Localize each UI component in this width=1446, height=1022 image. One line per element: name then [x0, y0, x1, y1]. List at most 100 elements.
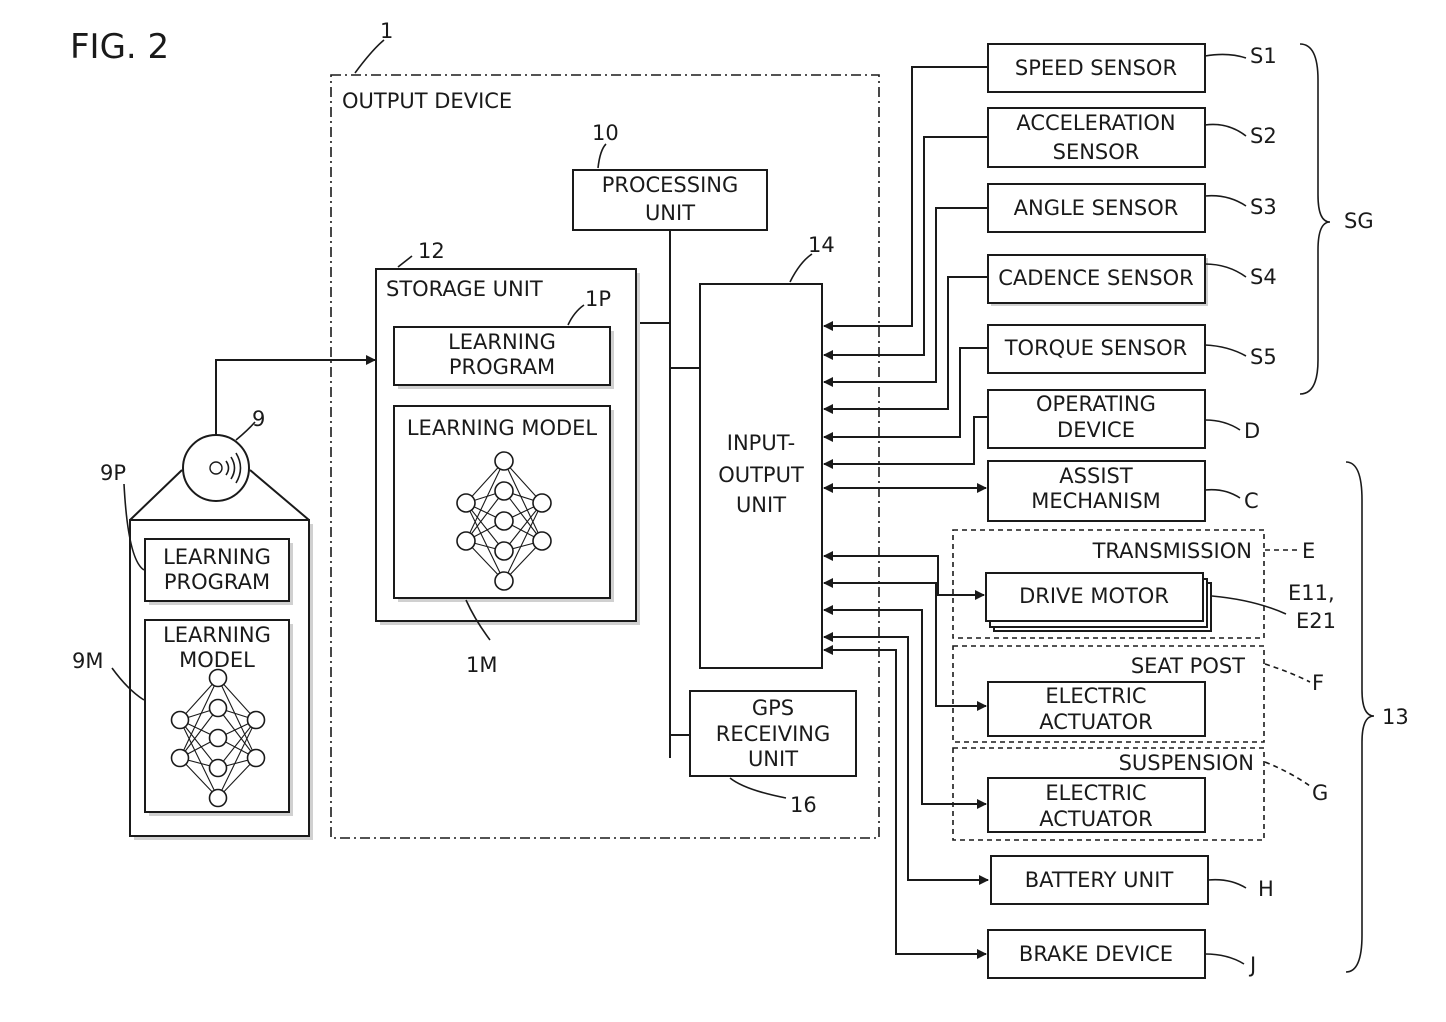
learning-model-9m-ref: 9M [72, 649, 103, 673]
acceleration-sensor-line2: SENSOR [1053, 140, 1140, 164]
assist-mechanism-box [987, 460, 1206, 522]
gps-unit-leader [729, 777, 787, 799]
neural-network-node [170, 710, 190, 730]
gps-unit-line1: GPS [752, 696, 794, 720]
battery-unit-label: BATTERY UNIT [1025, 868, 1174, 892]
neural-network-edge [179, 719, 219, 799]
transmission-ref: E [1302, 539, 1315, 563]
acceleration-sensor-box [987, 107, 1206, 168]
brake-device-ref: J [1248, 953, 1256, 977]
gps-unit-ref: 16 [790, 793, 817, 817]
io-unit-line2: OUTPUT [718, 463, 804, 487]
sensor-group-ref: SG [1344, 209, 1374, 233]
gps-unit-line3: UNIT [748, 747, 798, 771]
operating-device-line [823, 416, 988, 469]
neural-network-node [456, 531, 476, 551]
assist-mechanism-leader [1204, 488, 1241, 499]
brake-device-leader [1204, 953, 1245, 965]
learning-model-9m-line2: MODEL [179, 648, 255, 672]
component-group-brace [1345, 461, 1375, 973]
speed-sensor-ref: S1 [1250, 44, 1277, 68]
neural-network-edge [503, 460, 543, 542]
medium-to-storage-arrow [215, 355, 376, 440]
angle-sensor-label: ANGLE SENSOR [1014, 196, 1179, 220]
seat-post-actuator-line2: ACTUATOR [1039, 710, 1153, 734]
neural-network-edge [503, 502, 543, 552]
neural-network-node [208, 788, 228, 808]
learning-program-9p-line1: LEARNING [163, 545, 271, 569]
learning-program-9p-leader [123, 483, 145, 571]
assist-mechanism-ref: C [1244, 489, 1259, 513]
processing-unit: PROCESSING UNIT 10 [572, 121, 768, 231]
neural-network-edge [217, 707, 257, 759]
neural-network-edge [179, 677, 219, 759]
output-device-leader [354, 39, 385, 74]
suspension-title: SUSPENSION [1119, 751, 1254, 775]
io-unit-leader [789, 253, 813, 283]
seat-post-title: SEAT POST [1131, 654, 1245, 678]
suspension-actuator-line2: ACTUATOR [1039, 807, 1153, 831]
gps-unit: GPS RECEIVING UNIT 16 [689, 690, 857, 817]
neural-network-edge [217, 719, 257, 799]
neural-network-node [246, 748, 266, 768]
assist-mechanism-line1: ASSIST [1059, 464, 1133, 488]
battery-unit-leader [1207, 878, 1247, 889]
io-unit-ref: 14 [808, 233, 835, 257]
drive-motor-ref2: E21 [1296, 609, 1336, 633]
neural-network-icon [456, 451, 552, 591]
angle-sensor-line [823, 207, 988, 387]
storage-unit-title: STORAGE UNIT [386, 277, 543, 301]
learning-program-1p-box [393, 326, 611, 386]
sensor-group: SPEED SENSOR S1 ACCELERATION SENSOR S2 A… [987, 43, 1374, 395]
processing-unit-ref: 10 [592, 121, 619, 145]
neural-network-edge [465, 460, 505, 542]
recording-medium-leader [235, 421, 256, 441]
angle-sensor-box [987, 183, 1206, 233]
learning-model-1m-box [393, 405, 611, 599]
processing-unit-line1: PROCESSING [602, 173, 739, 197]
acceleration-sensor-leader [1204, 123, 1247, 137]
neural-network-node [532, 531, 552, 551]
acceleration-sensor-ref: S2 [1250, 124, 1277, 148]
neural-network-edge [179, 677, 219, 721]
neural-network-edge [465, 502, 505, 552]
learning-program-9p-box [144, 538, 290, 602]
operating-device-line2: DEVICE [1057, 418, 1135, 442]
torque-sensor-ref: S5 [1250, 345, 1277, 369]
output-device-boundary [330, 74, 880, 839]
component-group: ASSIST MECHANISM C TRANSMISSION E DRIVE … [823, 460, 1409, 979]
processing-unit-leader [597, 143, 607, 169]
component-group-ref: 13 [1382, 705, 1409, 729]
neural-network-node [494, 511, 514, 531]
neural-network-node [494, 451, 514, 471]
neural-network-node [494, 481, 514, 501]
recording-medium-ref: 9 [252, 407, 265, 431]
neural-network-edge [217, 719, 257, 769]
torque-sensor-line [823, 347, 988, 442]
seat-post-ref: F [1312, 671, 1324, 695]
cadence-sensor-label: CADENCE SENSOR [998, 266, 1194, 290]
cadence-sensor-leader [1204, 263, 1247, 278]
drive-motor-label: DRIVE MOTOR [1019, 584, 1169, 608]
neural-network-icon [170, 668, 266, 808]
suspension-ref: G [1312, 781, 1328, 805]
neural-network-edge [503, 490, 543, 542]
neural-network-node [456, 493, 476, 513]
suspension-actuator-box [987, 777, 1206, 833]
cadence-sensor-ref: S4 [1250, 265, 1277, 289]
neural-network-node [208, 698, 228, 718]
battery-unit-ref: H [1258, 877, 1274, 901]
brake-device-line [823, 645, 987, 959]
neural-network-edge [465, 502, 505, 582]
battery-unit-box [990, 855, 1209, 905]
neural-network-node [208, 668, 228, 688]
gps-unit-line2: RECEIVING [716, 722, 831, 746]
neural-network-edge [217, 677, 257, 759]
seat-post-actuator-line1: ELECTRIC [1045, 684, 1146, 708]
torque-sensor-label: TORQUE SENSOR [1004, 336, 1188, 360]
transmission-title: TRANSMISSION [1092, 539, 1252, 563]
neural-network-edge [179, 707, 219, 759]
learning-program-9p-ref: 9P [100, 461, 126, 485]
cadence-sensor-box [987, 254, 1206, 304]
